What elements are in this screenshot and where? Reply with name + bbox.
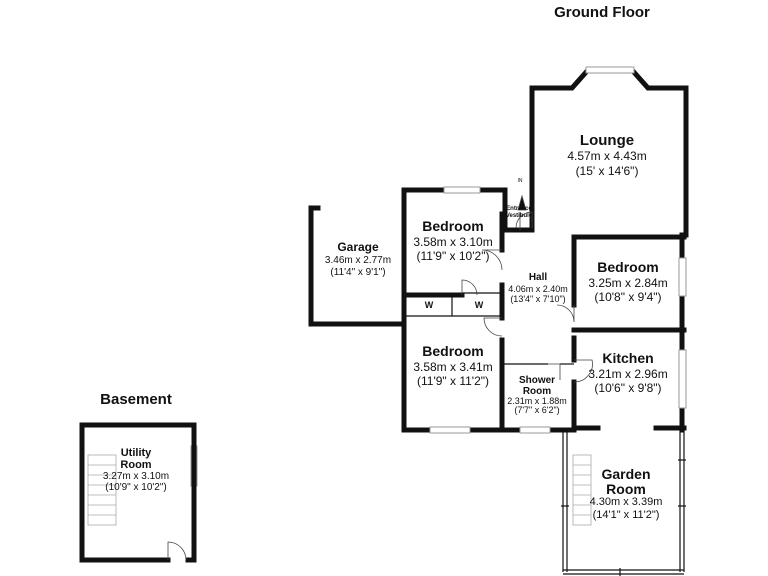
room-name: Hall <box>529 272 548 283</box>
doors <box>461 194 593 383</box>
basement-walls <box>79 422 197 563</box>
room-entrance-vestibule: IN Entrance Vestibule <box>506 178 533 219</box>
room-name-line1: Shower <box>519 375 555 386</box>
room-imperial: (13'4" x 7'10") <box>510 294 565 304</box>
room-name: Bedroom <box>422 218 483 234</box>
room-metric: 3.46m x 2.77m <box>325 255 391 266</box>
room-hall: Hall 4.06m x 2.40m (13'4" x 7'10") <box>508 272 568 304</box>
room-garden: Garden Room 4.30m x 3.39m (14'1" x 11'2"… <box>590 466 663 521</box>
room-imperial: (14'1" x 11'2") <box>593 509 660 521</box>
room-metric: 3.27m x 3.10m <box>103 471 169 482</box>
garden-stairs <box>572 454 592 526</box>
room-metric: 3.21m x 2.96m <box>588 367 667 381</box>
room-name-line2: Room <box>523 386 551 397</box>
room-imperial: (15' x 14'6") <box>576 164 639 178</box>
room-metric: 4.06m x 2.40m <box>508 284 568 294</box>
room-imperial: (11'9" x 11'2") <box>417 374 489 388</box>
ground-floor-heading: Ground Floor <box>554 4 650 21</box>
room-metric: 4.57m x 4.43m <box>567 149 646 163</box>
room-name: Kitchen <box>602 350 653 366</box>
room-lounge: Lounge 4.57m x 4.43m (15' x 14'6") <box>567 132 646 178</box>
room-metric: 4.30m x 3.39m <box>590 496 663 508</box>
room-name: Bedroom <box>422 343 483 359</box>
basement-heading: Basement <box>100 391 172 408</box>
room-metric: 3.58m x 3.10m <box>413 235 492 249</box>
room-imperial: (10'8" x 9'4") <box>594 290 661 304</box>
garden-room-walls <box>561 430 686 576</box>
room-imperial: (10'9" x 10'2") <box>105 482 167 493</box>
room-name-line1: Garden <box>601 466 650 482</box>
room-bedroom-3: Bedroom 3.58m x 3.41m (11'9" x 11'2") <box>413 343 492 388</box>
room-name: Garage <box>337 240 379 254</box>
room-name-line2: Room <box>606 481 646 497</box>
room-imperial: (10'6" x 9'8") <box>594 381 661 395</box>
room-kitchen: Kitchen 3.21m x 2.96m (10'6" x 9'8") <box>588 350 667 395</box>
room-bedroom-2: Bedroom 3.25m x 2.84m (10'8" x 9'4") <box>588 259 667 304</box>
room-shower: Shower Room 2.31m x 1.88m (7'7" x 6'2") <box>507 375 567 415</box>
room-name: Bedroom <box>597 259 658 275</box>
room-name: Lounge <box>580 132 634 149</box>
room-metric: 2.31m x 1.88m <box>507 396 567 406</box>
room-metric: 3.25m x 2.84m <box>588 276 667 290</box>
wardrobe-label: W <box>425 300 434 310</box>
room-imperial: (11'9" x 10'2") <box>417 249 490 263</box>
wardrobe-label: W <box>475 300 484 310</box>
room-name-line2: Room <box>120 459 151 471</box>
room-imperial: (11'4" x 9'1") <box>330 267 385 278</box>
room-name-line2: Vestibule <box>506 213 533 219</box>
room-name-line1: Entrance <box>506 206 532 212</box>
entrance-marker: IN <box>518 178 523 184</box>
room-garage: Garage 3.46m x 2.77m (11'4" x 9'1") <box>325 240 391 278</box>
room-imperial: (7'7" x 6'2") <box>514 405 559 415</box>
room-utility: Utility Room 3.27m x 3.10m (10'9" x 10'2… <box>103 447 169 493</box>
room-name-line1: Utility <box>121 447 152 459</box>
room-metric: 3.58m x 3.41m <box>413 360 492 374</box>
room-bedroom-1: Bedroom 3.58m x 3.10m (11'9" x 10'2") <box>413 218 492 263</box>
